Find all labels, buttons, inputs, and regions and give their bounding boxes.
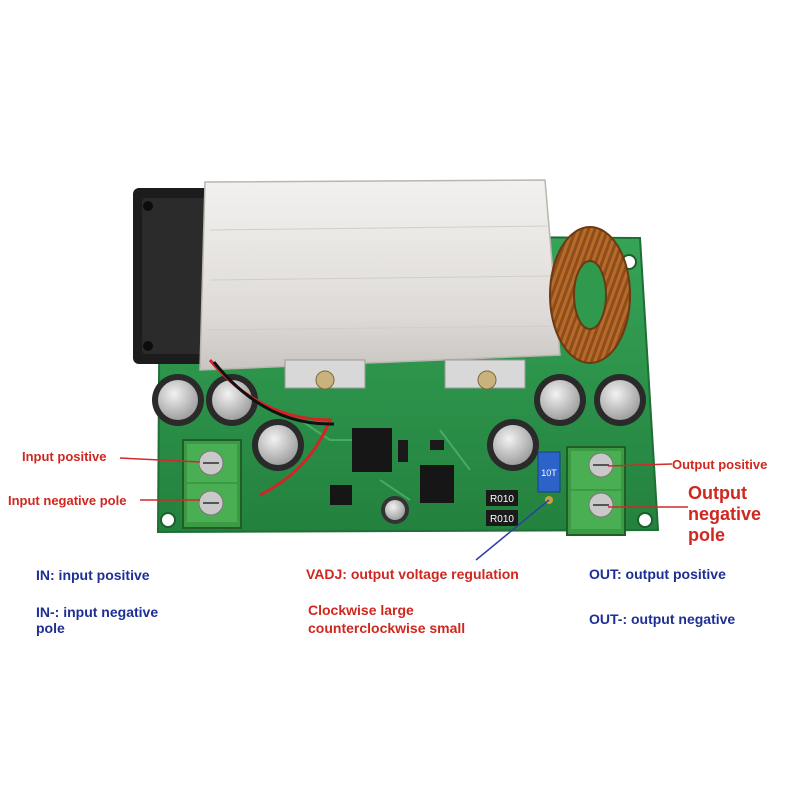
leader-vadj (475, 499, 550, 561)
legend-vadj-note: Clockwise large counterclockwise small (308, 601, 465, 637)
callout-output-positive: Output positive (672, 457, 768, 472)
fan-wire-black (212, 361, 335, 426)
callout-output-negative-pole: Output negative pole (688, 483, 761, 546)
legend-in-minus: IN-: input negative pole (36, 604, 159, 637)
cooling-fan (133, 188, 215, 364)
heatsink (199, 179, 561, 390)
legend-vadj-note-line: counterclockwise small (308, 620, 466, 636)
legend-vadj: VADJ: output voltage regulation (306, 566, 519, 582)
legend-vadj-note-line: Clockwise large (308, 602, 414, 618)
resistor-label: R010 (490, 514, 514, 525)
callout-input-negative-pole: Input negative pole (8, 493, 127, 508)
electrolytic-capacitors (152, 374, 646, 524)
output-terminal-block (566, 446, 626, 536)
input-terminal-block (182, 439, 242, 529)
pot-label: 10T (541, 468, 557, 478)
callout-line: negative (688, 504, 762, 524)
resistor-label: R010 (490, 494, 514, 505)
leader-input-positive (119, 457, 201, 463)
ic-chips (330, 428, 454, 505)
mounting-hole (160, 512, 176, 528)
callout-line: pole (688, 525, 726, 545)
mounting-hole (637, 512, 653, 528)
legend-out-plus: OUT: output positive (589, 566, 726, 582)
leader-lines (119, 457, 688, 561)
callout-input-positive: Input positive (22, 449, 107, 464)
callout-line: Output (688, 483, 747, 503)
leader-output-positive (607, 463, 673, 467)
legend-in-plus: IN: input positive (36, 567, 150, 583)
toroidal-inductor (549, 226, 631, 364)
shunt-resistors: R010 R010 (486, 490, 518, 526)
legend-out-minus: OUT-: output negative (589, 611, 736, 627)
